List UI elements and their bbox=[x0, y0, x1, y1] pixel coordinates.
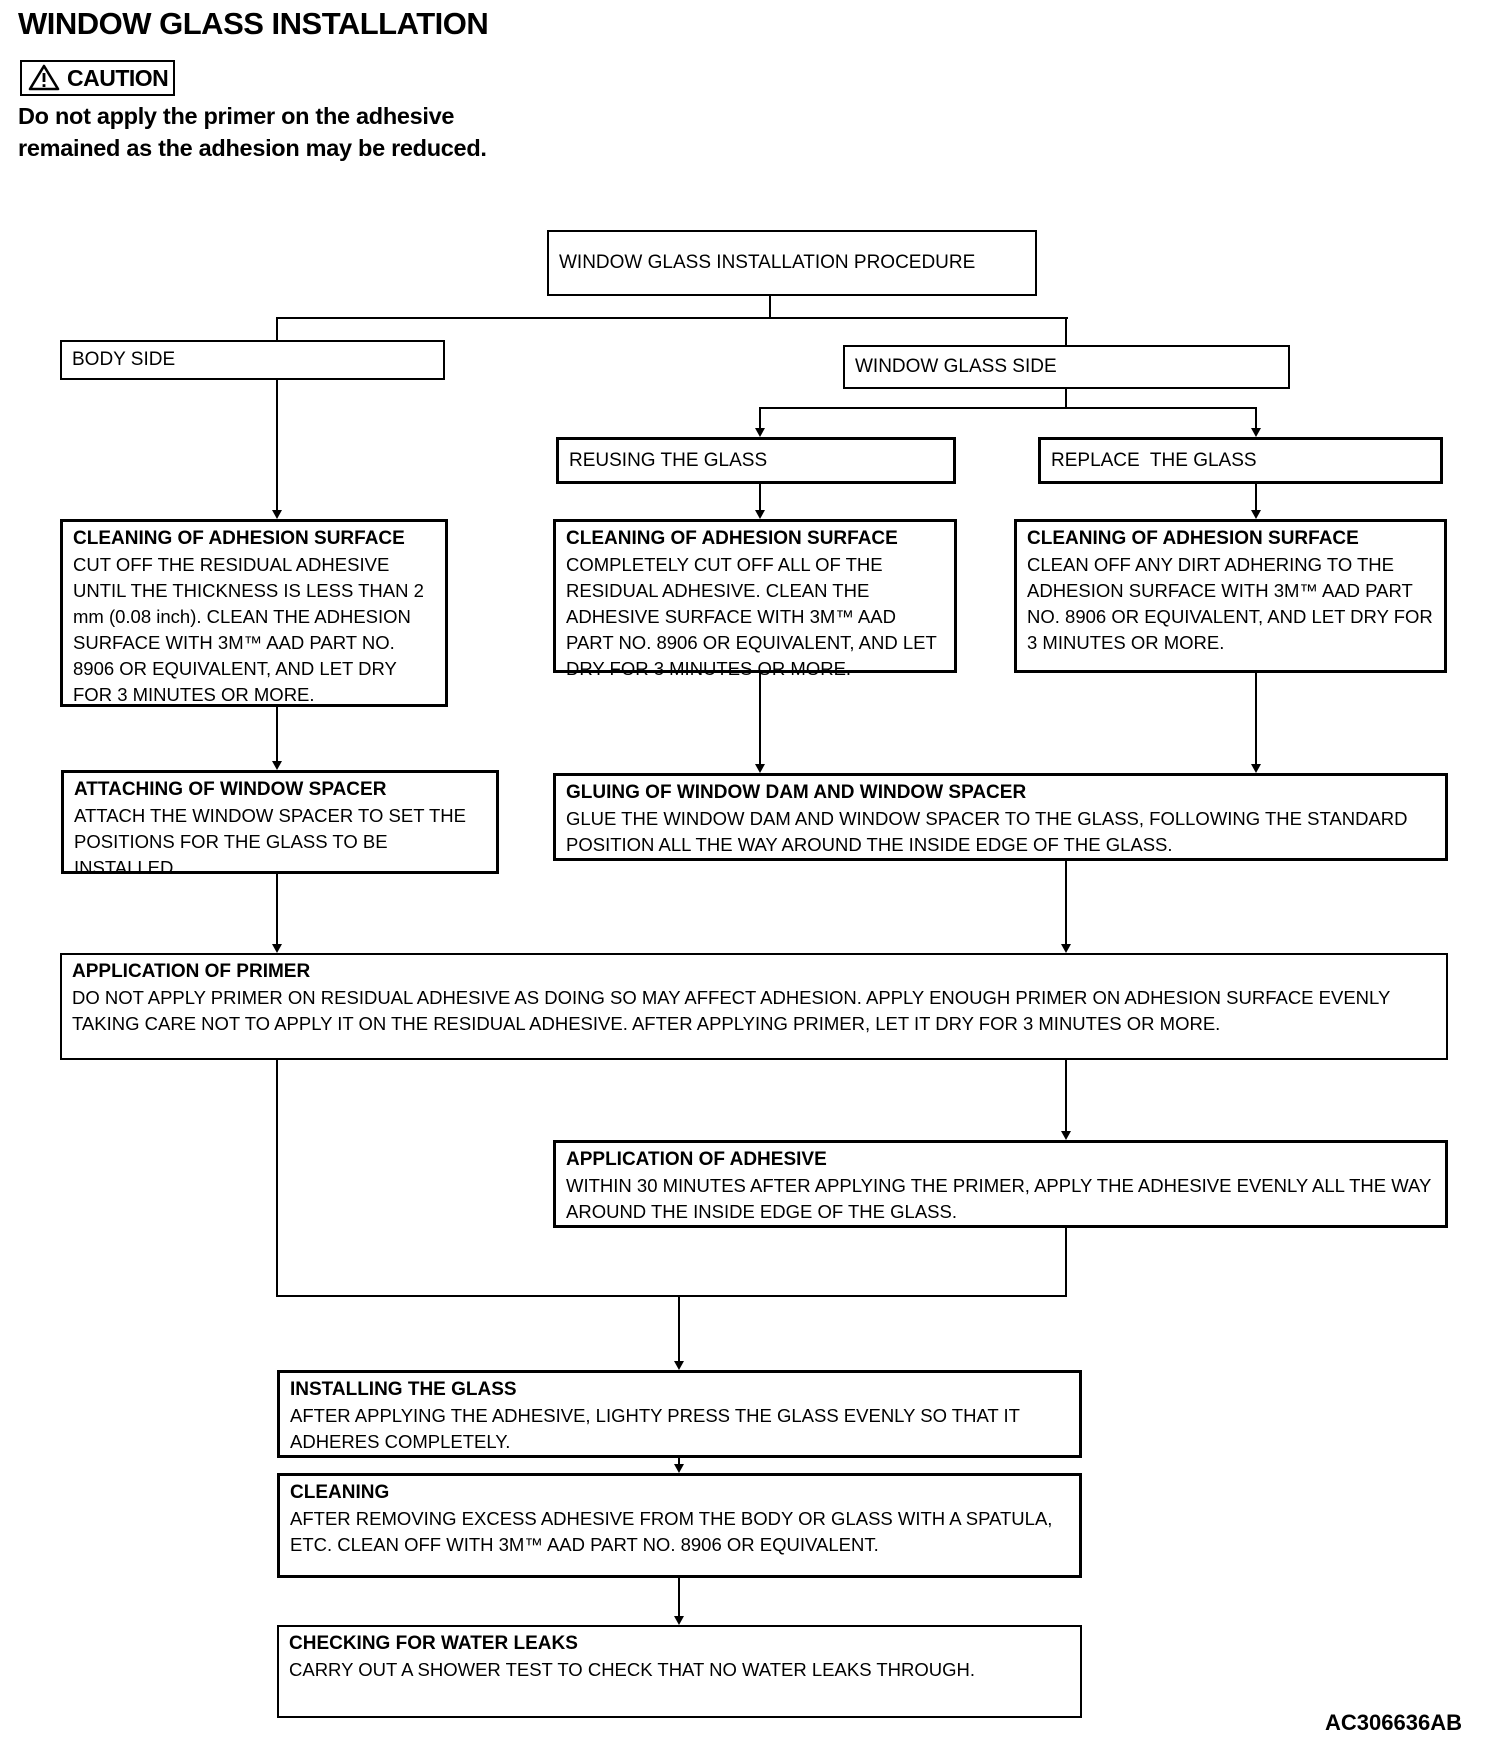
flow-arrowhead bbox=[755, 428, 765, 437]
node-title: CLEANING OF ADHESION SURFACE bbox=[1027, 528, 1359, 549]
flow-arrowhead bbox=[1251, 428, 1261, 437]
flow-connector bbox=[276, 317, 1068, 319]
flow-connector bbox=[759, 673, 761, 765]
flow-arrowhead bbox=[674, 1361, 684, 1370]
node-procedure-label: WINDOW GLASS INSTALLATION PROCEDURE bbox=[559, 252, 976, 273]
flow-connector bbox=[1065, 1228, 1067, 1297]
node-body: COMPLETELY CUT OFF ALL OF THE RESIDUAL A… bbox=[566, 554, 937, 679]
node-body: CARRY OUT A SHOWER TEST TO CHECK THAT NO… bbox=[289, 1659, 976, 1680]
flow-connector bbox=[1065, 389, 1067, 409]
flow-arrowhead bbox=[674, 1464, 684, 1473]
node-body: WITHIN 30 MINUTES AFTER APPLYING THE PRI… bbox=[566, 1175, 1431, 1222]
caution-text: Do not apply the primer on the adhesive … bbox=[18, 103, 487, 161]
node-title: APPLICATION OF PRIMER bbox=[72, 961, 311, 982]
node-body: CLEAN OFF ANY DIRT ADHERING TO THE ADHES… bbox=[1027, 554, 1433, 653]
node-body: DO NOT APPLY PRIMER ON RESIDUAL ADHESIVE… bbox=[72, 987, 1390, 1034]
flow-connector bbox=[1065, 861, 1067, 945]
node-checking-for-water-leaks: CHECKING FOR WATER LEAKS CARRY OUT A SHO… bbox=[277, 1625, 1082, 1718]
node-title: APPLICATION OF ADHESIVE bbox=[566, 1149, 827, 1170]
flow-arrowhead bbox=[1061, 1131, 1071, 1140]
node-gluing-window-dam: GLUING OF WINDOW DAM AND WINDOW SPACER G… bbox=[553, 773, 1448, 861]
flow-arrowhead bbox=[755, 764, 765, 773]
flow-connector bbox=[276, 707, 278, 762]
flow-connector bbox=[276, 380, 278, 511]
flow-connector bbox=[1255, 484, 1257, 511]
node-cleaning-replaced-glass: CLEANING OF ADHESION SURFACE CLEAN OFF A… bbox=[1014, 519, 1447, 673]
node-body: ATTACH THE WINDOW SPACER TO SET THE POSI… bbox=[74, 805, 466, 878]
flow-arrowhead bbox=[272, 761, 282, 770]
flow-arrowhead bbox=[272, 944, 282, 953]
node-cleaning-reused-glass: CLEANING OF ADHESION SURFACE COMPLETELY … bbox=[553, 519, 957, 679]
caution-label: CAUTION bbox=[67, 64, 169, 91]
flow-connector bbox=[678, 1578, 680, 1617]
node-attaching-window-spacer: ATTACHING OF WINDOW SPACER ATTACH THE WI… bbox=[61, 770, 499, 878]
node-reusing-the-glass: REUSING THE GLASS bbox=[556, 437, 956, 484]
node-title: INSTALLING THE GLASS bbox=[290, 1379, 517, 1400]
node-application-of-adhesive: APPLICATION OF ADHESIVE WITHIN 30 MINUTE… bbox=[553, 1140, 1448, 1228]
node-body-side-label: BODY SIDE bbox=[72, 349, 176, 370]
node-title: CLEANING OF ADHESION SURFACE bbox=[566, 528, 898, 549]
flow-arrowhead bbox=[1061, 944, 1071, 953]
flow-connector bbox=[759, 407, 761, 428]
node-body: CUT OFF THE RESIDUAL ADHESIVE UNTIL THE … bbox=[73, 554, 424, 705]
flow-connector bbox=[678, 1458, 680, 1465]
flow-connector bbox=[1255, 673, 1257, 765]
flow-connector bbox=[759, 407, 1257, 409]
flow-arrowhead bbox=[674, 1616, 684, 1625]
flow-connector bbox=[276, 317, 278, 342]
flow-connector bbox=[1065, 1060, 1067, 1132]
page-title: WINDOW GLASS INSTALLATION bbox=[18, 6, 489, 41]
flow-connector bbox=[276, 1295, 1067, 1297]
node-procedure: WINDOW GLASS INSTALLATION PROCEDURE bbox=[547, 230, 1037, 296]
flow-arrowhead bbox=[755, 510, 765, 519]
node-cleaning: CLEANING AFTER REMOVING EXCESS ADHESIVE … bbox=[277, 1473, 1082, 1578]
flow-arrowhead bbox=[1251, 764, 1261, 773]
node-cleaning-body-side: CLEANING OF ADHESION SURFACE CUT OFF THE… bbox=[60, 519, 448, 707]
flow-connector bbox=[276, 874, 278, 945]
node-window-glass-side-label: WINDOW GLASS SIDE bbox=[855, 356, 1057, 377]
node-body: GLUE THE WINDOW DAM AND WINDOW SPACER TO… bbox=[566, 808, 1408, 855]
flow-connector bbox=[769, 296, 771, 318]
flow-connector bbox=[276, 1060, 278, 1297]
flow-arrowhead bbox=[1251, 510, 1261, 519]
node-replace-label: REPLACE THE GLASS bbox=[1051, 449, 1257, 471]
node-title: ATTACHING OF WINDOW SPACER bbox=[74, 779, 387, 800]
flow-connector bbox=[678, 1295, 680, 1362]
node-body-side: BODY SIDE bbox=[60, 340, 445, 380]
node-application-of-primer: APPLICATION OF PRIMER DO NOT APPLY PRIME… bbox=[60, 953, 1448, 1060]
flow-connector bbox=[1065, 317, 1067, 347]
node-replace-the-glass: REPLACE THE GLASS bbox=[1038, 437, 1443, 484]
warning-triangle-icon bbox=[28, 64, 60, 92]
node-body: AFTER APPLYING THE ADHESIVE, LIGHTY PRES… bbox=[290, 1405, 1020, 1452]
flow-arrowhead bbox=[272, 510, 282, 519]
caution-badge: CAUTION bbox=[20, 60, 175, 96]
node-reusing-label: REUSING THE GLASS bbox=[569, 449, 768, 471]
node-installing-the-glass: INSTALLING THE GLASS AFTER APPLYING THE … bbox=[277, 1370, 1082, 1458]
figure-code: AC306636AB bbox=[1325, 1710, 1462, 1735]
node-body: AFTER REMOVING EXCESS ADHESIVE FROM THE … bbox=[290, 1508, 1053, 1555]
flow-connector bbox=[759, 484, 761, 511]
node-title: CHECKING FOR WATER LEAKS bbox=[289, 1633, 578, 1654]
node-title: GLUING OF WINDOW DAM AND WINDOW SPACER bbox=[566, 782, 1027, 803]
flow-connector bbox=[1255, 407, 1257, 428]
node-window-glass-side: WINDOW GLASS SIDE bbox=[843, 345, 1290, 389]
node-title: CLEANING bbox=[290, 1482, 390, 1503]
node-title: CLEANING OF ADHESION SURFACE bbox=[73, 528, 405, 549]
